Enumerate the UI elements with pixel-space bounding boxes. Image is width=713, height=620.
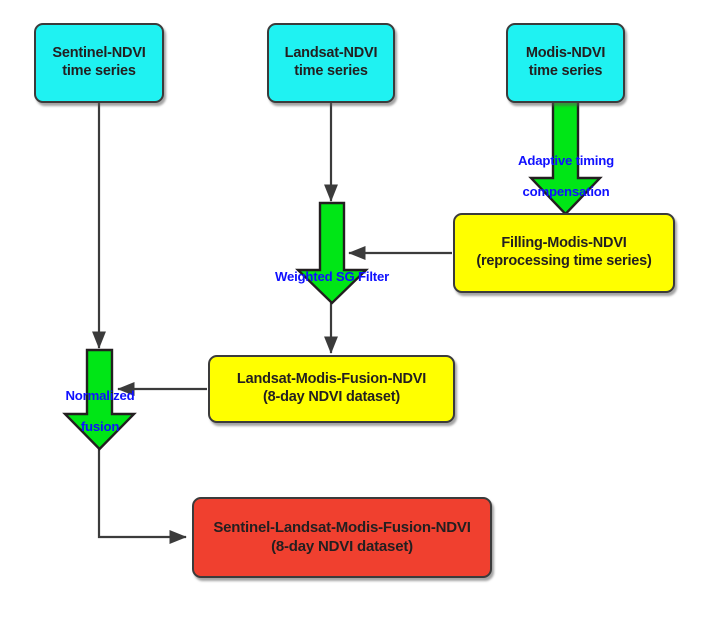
node-sentinel-landsat-modis-fusion-ndvi[interactable]: Sentinel-Landsat-Modis-Fusion-NDVI(8-day…	[192, 497, 492, 578]
node-landsat-modis-fusion-ndvi-label: Landsat-Modis-Fusion-NDVI(8-day NDVI dat…	[236, 371, 427, 405]
node-sentinel-landsat-modis-fusion-ndvi-label: Sentinel-Landsat-Modis-Fusion-NDVI(8-day…	[213, 519, 471, 555]
process-arrow-adaptive-timing-compensation	[528, 99, 603, 216]
node-landsat-modis-fusion-ndvi[interactable]: Landsat-Modis-Fusion-NDVI(8-day NDVI dat…	[208, 355, 455, 423]
process-arrow-weighted-sg-filter	[295, 201, 369, 305]
node-filling-modis-ndvi-label: Filling-Modis-NDVI(reprocessing time ser…	[476, 235, 652, 269]
connector-fusion-to-output	[97, 447, 187, 545]
node-filling-modis-ndvi[interactable]: Filling-Modis-NDVI(reprocessing time ser…	[453, 213, 675, 293]
process-arrow-normalized-fusion	[62, 348, 137, 451]
